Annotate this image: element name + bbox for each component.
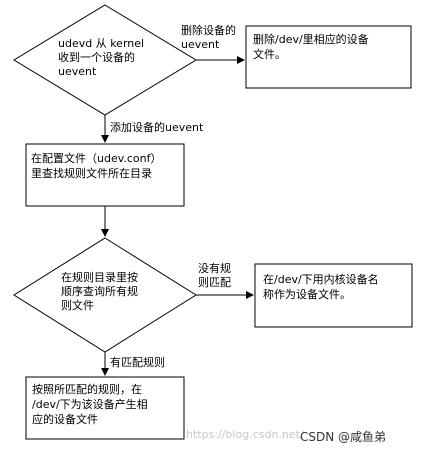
watermark-url: https://blog.csdn.net/ [186,428,304,441]
process-box-kernel-name [254,263,413,328]
box-line: 在配置文件（udev.conf） [31,152,162,165]
edge-label-add: 添加设备的uevent [110,121,204,134]
box-line: 应的设备文件 [32,413,98,426]
edge-label-line: 没有规 [198,262,231,275]
edge-label-match: 有匹配规则 [110,356,165,369]
box-text-config: 在配置文件（udev.conf） 里查找规则文件所在目录 [31,151,162,181]
edge-label-line: 则匹配 [198,276,231,289]
decision-line: udevd 从 kernel [58,37,145,50]
decision-text-search-rules: 在规则目录里按 顺序查询所有规 则文件 [61,271,138,313]
process-box-delete [245,25,412,89]
box-text-delete: 删除/dev/里相应的设备 文件。 [253,32,369,62]
process-box-config [25,143,185,207]
edge-label-line: uevent [181,38,220,51]
decision-line: 收到一个设备的 [58,51,135,64]
edge-label-line: 删除设备的 [181,24,236,37]
box-line: 里查找规则文件所在目录 [31,167,152,180]
box-line: /dev/下为该设备产生相 [32,398,148,411]
decision-line: 在规则目录里按 [61,271,138,284]
process-box-create [25,376,185,440]
decision-line: uevent [58,65,97,78]
box-line: 删除/dev/里相应的设备 [253,33,369,46]
decision-text-receive-uevent: udevd 从 kernel 收到一个设备的 uevent [58,37,144,79]
credit-text: CSDN @咸鱼弟 [300,430,387,444]
box-text-create: 按照所匹配的规则，在 /dev/下为该设备产生相 应的设备文件 [32,382,148,427]
box-line: 称作为设备文件。 [263,288,351,301]
decision-line: 顺序查询所有规 [61,285,138,298]
box-line: 按照所匹配的规则，在 [32,383,142,396]
box-line: 在/dev/下用内核设备名 [263,273,379,286]
edge-label-no-match: 没有规 则匹配 [198,262,231,290]
edge-label-delete: 删除设备的 uevent [181,24,236,52]
box-text-kernel-name: 在/dev/下用内核设备名 称作为设备文件。 [263,272,379,302]
decision-line: 则文件 [61,299,94,312]
box-line: 文件。 [253,48,286,61]
